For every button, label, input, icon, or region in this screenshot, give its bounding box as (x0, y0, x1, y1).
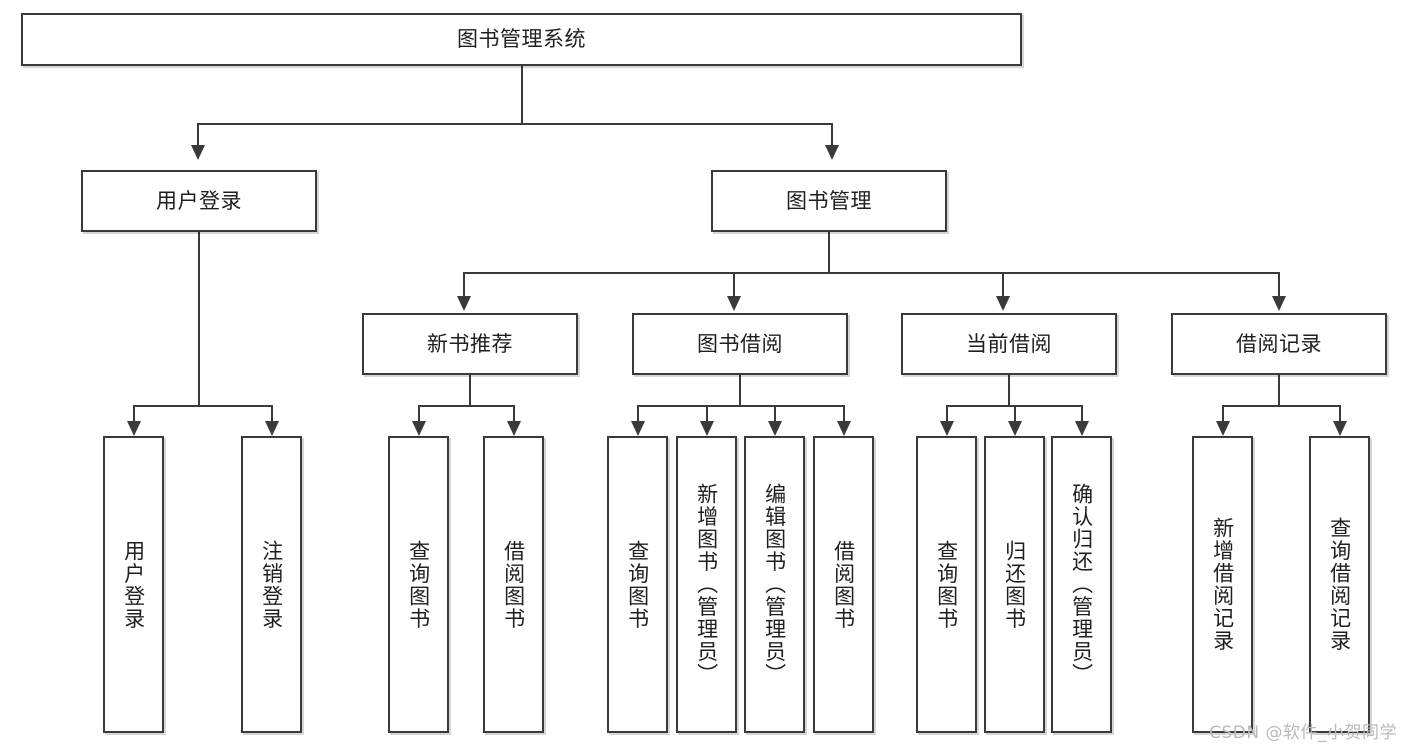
edge-bm-drop-2 (733, 272, 735, 296)
node-leaf-logout-label: 注销登录 (259, 539, 284, 630)
arrowhead-book-manage (825, 145, 839, 160)
edge-user-login-bus (133, 405, 271, 407)
node-leaf-query-record[interactable]: 查询借阅记录 (1309, 436, 1370, 733)
node-leaf-add-book[interactable]: 新增图书（管理员） (676, 436, 737, 733)
node-leaf-edit-book-label: 编辑图书（管理员） (762, 483, 787, 686)
node-book-borrow[interactable]: 图书借阅 (632, 313, 848, 375)
edge-root-to-user-login-drop (197, 123, 199, 145)
node-leaf-add-record-label: 新增借阅记录 (1210, 517, 1235, 652)
edge-cb-drop-2 (1014, 405, 1016, 421)
edge-book-borrow-bus (637, 405, 845, 407)
node-user-login[interactable]: 用户登录 (81, 170, 317, 232)
edge-user-login-drop-1 (133, 405, 135, 421)
node-leaf-edit-book[interactable]: 编辑图书（管理员） (744, 436, 805, 733)
edge-cb-drop-1 (946, 405, 948, 421)
arrowhead-leaf-query-book-1 (412, 421, 426, 436)
edge-book-manage-bus (463, 272, 1280, 274)
node-leaf-query-book-2-label: 查询图书 (625, 539, 650, 630)
node-leaf-query-book-1-label: 查询图书 (406, 539, 431, 630)
arrowhead-leaf-query-book-2 (631, 421, 645, 436)
node-leaf-borrow-book-1[interactable]: 借阅图书 (483, 436, 544, 733)
edge-current-borrow-stem (1008, 375, 1010, 406)
node-leaf-query-book-2[interactable]: 查询图书 (607, 436, 668, 733)
node-root-label: 图书管理系统 (457, 27, 586, 52)
arrowhead-leaf-add-book (700, 421, 714, 436)
arrowhead-leaf-logout (265, 421, 279, 436)
edge-root-bus (197, 123, 833, 125)
node-leaf-confirm-return[interactable]: 确认归还（管理员） (1051, 436, 1112, 733)
edge-borrow-record-bus (1222, 405, 1341, 407)
edge-bb-drop-4 (843, 405, 845, 421)
node-leaf-query-record-label: 查询借阅记录 (1327, 517, 1352, 652)
edge-bm-drop-1 (463, 272, 465, 296)
csdn-watermark: CSDN @软件_小贺同学 (1209, 723, 1397, 743)
edge-bb-drop-1 (637, 405, 639, 421)
edge-new-book-rec-bus (418, 405, 515, 407)
arrowhead-borrow-record (1272, 296, 1286, 311)
arrowhead-user-login (191, 145, 205, 160)
edge-root-to-book-manage-drop (831, 123, 833, 145)
edge-new-book-rec-stem (469, 375, 471, 406)
node-root[interactable]: 图书管理系统 (21, 13, 1022, 66)
arrowhead-leaf-query-record (1333, 421, 1347, 436)
edge-br-drop-1 (1222, 405, 1224, 421)
node-new-book-recommend[interactable]: 新书推荐 (362, 313, 578, 375)
node-user-login-label: 用户登录 (156, 188, 242, 213)
edge-root-stem (521, 66, 523, 124)
node-leaf-query-book-3[interactable]: 查询图书 (916, 436, 977, 733)
arrowhead-leaf-user-login (127, 421, 141, 436)
edge-br-drop-2 (1339, 405, 1341, 421)
edge-user-login-stem (198, 232, 200, 406)
node-leaf-add-record[interactable]: 新增借阅记录 (1192, 436, 1253, 733)
edge-user-login-drop-2 (271, 405, 273, 421)
node-current-borrow[interactable]: 当前借阅 (901, 313, 1117, 375)
arrowhead-leaf-borrow-book-2 (837, 421, 851, 436)
arrowhead-leaf-confirm-return (1075, 421, 1089, 436)
node-leaf-borrow-book-2[interactable]: 借阅图书 (813, 436, 874, 733)
arrowhead-leaf-query-book-3 (940, 421, 954, 436)
node-leaf-borrow-book-2-label: 借阅图书 (831, 539, 856, 630)
edge-borrow-record-stem (1278, 375, 1280, 406)
arrowhead-book-borrow (727, 296, 741, 311)
node-borrow-record[interactable]: 借阅记录 (1171, 313, 1387, 375)
edge-book-borrow-stem (739, 375, 741, 406)
node-leaf-return-book[interactable]: 归还图书 (984, 436, 1045, 733)
node-leaf-borrow-book-1-label: 借阅图书 (501, 539, 526, 630)
node-borrow-record-label: 借阅记录 (1236, 331, 1322, 356)
arrowhead-new-book-rec (457, 296, 471, 311)
arrowhead-leaf-edit-book (768, 421, 782, 436)
node-leaf-return-book-label: 归还图书 (1002, 539, 1027, 630)
node-book-manage[interactable]: 图书管理 (711, 170, 947, 232)
edge-nbr-drop-1 (418, 405, 420, 421)
node-book-borrow-label: 图书借阅 (697, 331, 783, 356)
edge-bb-drop-2 (706, 405, 708, 421)
node-leaf-logout[interactable]: 注销登录 (241, 436, 302, 733)
node-new-book-recommend-label: 新书推荐 (427, 331, 513, 356)
arrowhead-current-borrow (996, 296, 1010, 311)
edge-bb-drop-3 (774, 405, 776, 421)
arrowhead-leaf-add-record (1216, 421, 1230, 436)
arrowhead-leaf-borrow-book-1 (507, 421, 521, 436)
node-leaf-query-book-3-label: 查询图书 (934, 539, 959, 630)
node-leaf-user-login-label: 用户登录 (121, 539, 146, 630)
edge-cb-drop-3 (1081, 405, 1083, 421)
node-leaf-query-book-1[interactable]: 查询图书 (388, 436, 449, 733)
edge-book-manage-stem (828, 232, 830, 273)
node-leaf-add-book-label: 新增图书（管理员） (694, 483, 719, 686)
edge-bm-drop-3 (1002, 272, 1004, 296)
edge-bm-drop-4 (1278, 272, 1280, 296)
node-leaf-user-login[interactable]: 用户登录 (103, 436, 164, 733)
edge-nbr-drop-2 (513, 405, 515, 421)
node-book-manage-label: 图书管理 (786, 188, 872, 213)
node-leaf-confirm-return-label: 确认归还（管理员） (1069, 483, 1094, 686)
arrowhead-leaf-return-book (1008, 421, 1022, 436)
node-current-borrow-label: 当前借阅 (966, 331, 1052, 356)
